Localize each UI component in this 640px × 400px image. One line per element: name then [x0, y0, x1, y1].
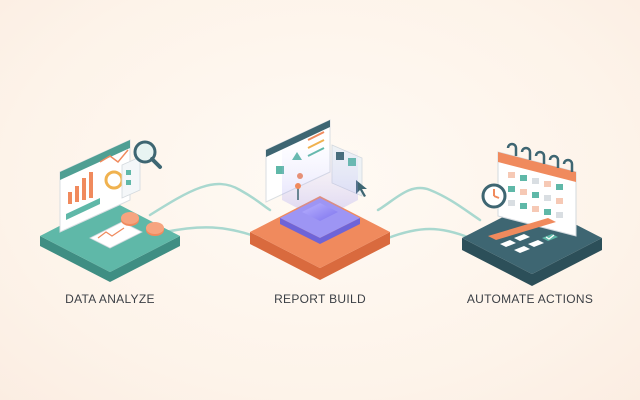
connector-1-top — [148, 182, 272, 217]
task-tiles — [500, 234, 558, 253]
report-panel-header — [266, 120, 330, 157]
connector-2-top — [376, 186, 482, 222]
platform-data-analyze — [40, 139, 180, 282]
bar-chart-icon — [68, 172, 93, 204]
checkmark-icon — [545, 234, 555, 240]
platform-base-side — [462, 238, 602, 286]
step-label-data-analyze: DATA ANALYZE — [65, 292, 155, 306]
progress-bar — [66, 198, 100, 220]
connector-lines — [148, 182, 482, 240]
platform-base-side — [250, 232, 390, 280]
trend-line — [99, 149, 129, 164]
dashboard-header — [60, 140, 130, 180]
platform-base-side — [40, 236, 180, 282]
calendar-cells — [508, 172, 563, 218]
build-pad-side — [280, 218, 360, 244]
cursor-icon — [356, 180, 367, 197]
connector-2-bottom — [386, 227, 472, 240]
step-label-automate-actions: AUTOMATE ACTIONS — [466, 292, 594, 306]
connector-1-bottom — [163, 226, 262, 240]
calendar-icon — [497, 142, 577, 237]
platform-report-build — [250, 119, 390, 280]
clock-icon — [481, 183, 507, 209]
step-label-report-build: REPORT BUILD — [274, 292, 366, 306]
magnifier-icon — [133, 140, 162, 169]
coin-icons — [121, 212, 164, 236]
checklist-card — [121, 156, 141, 199]
platform-automate-actions — [462, 142, 602, 286]
glow-beam — [282, 150, 358, 220]
build-cube — [302, 203, 338, 221]
document-icon — [89, 221, 143, 249]
task-strip — [488, 218, 556, 240]
pin-head — [295, 183, 301, 189]
